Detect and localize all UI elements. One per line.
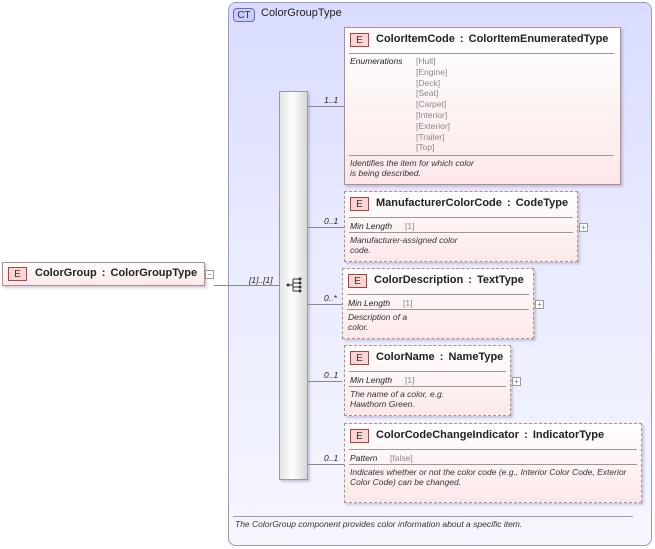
cardinality-label: 0..*	[324, 293, 337, 303]
child-connector-line	[308, 464, 344, 465]
element-description: The name of a color, e.g. Hawthorn Green…	[350, 389, 445, 409]
type-separator: :	[506, 197, 511, 209]
type-separator: :	[468, 274, 472, 286]
element-title: ColorName : NameType	[375, 351, 504, 363]
element-colorname[interactable]: E ColorName : NameType Min Length [1] Th…	[344, 345, 511, 416]
element-name: ColorCodeChangeIndicator	[376, 429, 520, 441]
root-element-title: ColorGroup : ColorGroupType	[34, 267, 198, 279]
element-type: NameType	[448, 351, 504, 363]
element-badge: E	[350, 33, 369, 47]
expand-toggle-icon[interactable]: +	[579, 223, 588, 232]
title-divider	[347, 294, 529, 295]
facet-value: [false]	[390, 453, 413, 463]
enum-value: [Deck]	[416, 77, 441, 88]
enum-value: [Exterior]	[416, 120, 451, 131]
facet-label: Pattern	[350, 453, 378, 463]
child-connector-line	[308, 227, 344, 228]
type-separator: :	[101, 267, 106, 279]
facet-value: [1]	[405, 221, 415, 231]
cardinality-label: 0..1	[324, 453, 339, 463]
enum-value: [Trailer]	[416, 131, 445, 142]
element-badge: E	[350, 429, 369, 443]
element-badge: E	[350, 197, 369, 211]
type-separator: :	[459, 33, 464, 45]
sequence-icon	[286, 277, 302, 293]
title-divider	[349, 53, 614, 54]
cardinality-label: 1..1	[324, 95, 339, 105]
element-type: TextType	[477, 274, 524, 286]
enum-value: [Hull]	[416, 56, 436, 66]
element-colorcodechangeindicator[interactable]: E ColorCodeChangeIndicator : IndicatorTy…	[344, 423, 642, 503]
facet-label: Enumerations	[350, 56, 403, 66]
element-description: Manufacturer-assigned color code.	[350, 235, 458, 255]
expand-toggle-icon[interactable]: +	[512, 377, 521, 386]
facet-label: Min Length	[348, 298, 391, 308]
enum-value: [Seat]	[416, 88, 439, 99]
element-colordescription[interactable]: E ColorDescription : TextType Min Length…	[342, 268, 534, 339]
element-description: Indicates whether or not the color code …	[350, 467, 627, 487]
title-divider	[349, 371, 506, 372]
element-name: ColorItemCode	[376, 33, 455, 45]
root-connector-line	[214, 285, 279, 286]
facet-divider	[349, 386, 506, 387]
element-name: ColorName	[376, 351, 435, 363]
facet-value: [1]	[405, 375, 415, 385]
facet-label: Min Length	[350, 221, 393, 231]
facet-divider	[349, 155, 614, 156]
enum-value: [Engine]	[416, 66, 448, 77]
element-badge: E	[350, 351, 369, 365]
complex-type-divider	[233, 516, 633, 517]
facet-label: Min Length	[350, 375, 393, 385]
element-type: ColorGroupType	[110, 267, 198, 279]
element-name: ColorDescription	[374, 274, 464, 286]
element-badge: E	[348, 274, 367, 288]
root-cardinality: [1]..[1]	[249, 275, 273, 285]
element-title: ColorItemCode : ColorItemEnumeratedType	[375, 33, 609, 45]
element-type: IndicatorType	[532, 429, 605, 441]
enum-value: [Interior]	[416, 110, 448, 120]
element-title: ColorCodeChangeIndicator : IndicatorType	[375, 429, 605, 441]
element-type: ColorItemEnumeratedType	[468, 33, 609, 45]
element-title: ManufacturerColorCode : CodeType	[375, 197, 569, 209]
enum-value: [Carpet]	[416, 99, 447, 110]
element-title: ColorDescription : TextType	[373, 274, 525, 286]
element-name: ColorGroup	[35, 267, 97, 279]
element-description: Identifies the item for which color is b…	[350, 158, 474, 178]
facet-divider	[349, 232, 573, 233]
facet-divider	[347, 309, 529, 310]
complex-type-title: ColorGroupType	[261, 7, 342, 19]
complex-type-badge: CT	[233, 8, 255, 22]
element-name: ManufacturerColorCode	[376, 197, 502, 209]
child-connector-line	[308, 304, 342, 305]
collapse-toggle-icon[interactable]: −	[205, 270, 214, 279]
element-coloritemcode[interactable]: E ColorItemCode : ColorItemEnumeratedTyp…	[344, 27, 621, 185]
child-connector-line	[308, 106, 344, 107]
facet-value: [1]	[403, 298, 413, 308]
facet-divider	[349, 464, 637, 465]
child-connector-line	[308, 381, 342, 382]
element-manufacturercolorcode[interactable]: E ManufacturerColorCode : CodeType Min L…	[344, 191, 578, 262]
type-separator: :	[524, 429, 528, 441]
title-divider	[349, 449, 637, 450]
type-separator: :	[439, 351, 444, 363]
enum-value: [Top]	[416, 142, 435, 153]
element-type: CodeType	[515, 197, 569, 209]
expand-toggle-icon[interactable]: +	[535, 300, 544, 309]
cardinality-label: 0..1	[324, 370, 339, 380]
complex-type-description: The ColorGroup component provides color …	[235, 519, 523, 529]
title-divider	[349, 217, 573, 218]
element-badge: E	[8, 267, 27, 281]
root-element-colorgroup[interactable]: E ColorGroup : ColorGroupType	[2, 262, 205, 286]
cardinality-label: 0..1	[324, 216, 339, 226]
element-description: Description of a color.	[348, 312, 408, 332]
